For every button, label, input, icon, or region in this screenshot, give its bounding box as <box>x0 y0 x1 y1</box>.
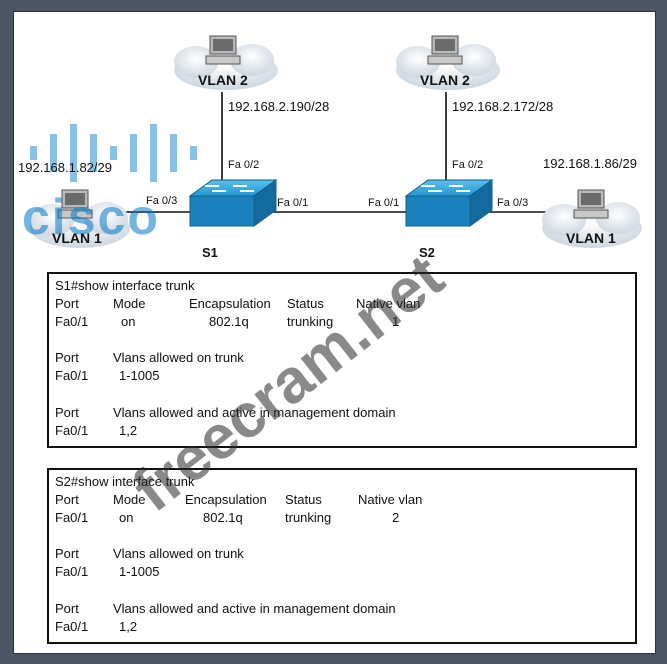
s1-output-box: S1#show interface trunk Port Mode Encaps… <box>47 272 637 448</box>
column-header: Vlans allowed on trunk <box>113 546 244 561</box>
column-header: Port <box>55 405 79 420</box>
vlan-label: VLAN 2 <box>420 72 470 88</box>
vlan-label: VLAN 1 <box>52 230 102 246</box>
column-header: Vlans allowed and active in management d… <box>113 405 396 420</box>
cloud-s1-vlan2 <box>174 44 278 90</box>
table-cell: trunking <box>287 314 334 329</box>
s2-output-box: S2#show interface trunk Port Mode Encaps… <box>47 468 637 644</box>
column-header: Native vlan <box>356 296 421 311</box>
table-cell: 2 <box>392 510 400 525</box>
column-header: Vlans allowed on trunk <box>113 350 244 365</box>
column-header: Native vlan <box>358 492 423 507</box>
column-header: Encapsulation <box>185 492 267 507</box>
table-cell: Fa0/1 <box>55 314 89 329</box>
command-line: S2#show interface trunk <box>55 474 195 489</box>
column-header: Vlans allowed and active in management d… <box>113 601 396 616</box>
cloud-s2-vlan2 <box>396 44 500 90</box>
column-header: Port <box>55 296 79 311</box>
port-label: Fa 0/2 <box>228 159 260 171</box>
table-cell: 1,2 <box>119 619 138 634</box>
table-cell: 802.1q <box>203 510 243 525</box>
column-header: Encapsulation <box>189 296 271 311</box>
table-cell: Fa0/1 <box>55 510 89 525</box>
switch-name: S1 <box>202 245 218 260</box>
switch-name: S2 <box>419 245 435 260</box>
vlan-label: VLAN 1 <box>566 230 616 246</box>
table-cell: 1-1005 <box>119 564 160 579</box>
table-cell: Fa0/1 <box>55 368 89 383</box>
pc-icon <box>57 189 93 219</box>
column-header: Mode <box>113 492 146 507</box>
column-header: Port <box>55 546 79 561</box>
column-header: Port <box>55 492 79 507</box>
column-header: Status <box>285 492 322 507</box>
table-cell: on <box>121 314 136 329</box>
table-cell: 1 <box>392 314 400 329</box>
port-label: Fa 0/1 <box>368 197 400 209</box>
cisco-logo-text: cisco <box>22 189 160 245</box>
ip-address-label: 192.168.2.172/28 <box>452 99 554 114</box>
table-cell: 802.1q <box>209 314 249 329</box>
table-cell: 1-1005 <box>119 368 160 383</box>
switch-s2-icon <box>404 179 494 227</box>
ip-address-label: 192.168.2.190/28 <box>228 99 330 114</box>
table-cell: on <box>119 510 134 525</box>
column-header: Port <box>55 350 79 365</box>
table-cell: Fa0/1 <box>55 423 89 438</box>
ip-address-label: 192.168.1.82/29 <box>18 160 112 175</box>
pc-icon <box>205 35 241 65</box>
port-label: Fa 0/3 <box>497 197 529 209</box>
table-cell: Fa0/1 <box>55 619 89 634</box>
table-cell: 1,2 <box>119 423 138 438</box>
pc-icon <box>573 189 609 219</box>
port-label: Fa 0/1 <box>277 197 309 209</box>
vlan-label: VLAN 2 <box>198 72 248 88</box>
column-header: Status <box>287 296 324 311</box>
port-label: Fa 0/3 <box>146 195 178 207</box>
table-cell: trunking <box>285 510 332 525</box>
column-header: Port <box>55 601 79 616</box>
pc-icon <box>427 35 463 65</box>
table-cell: Fa0/1 <box>55 564 89 579</box>
port-label: Fa 0/2 <box>452 159 484 171</box>
command-line: S1#show interface trunk <box>55 278 195 293</box>
ip-address-label: 192.168.1.86/29 <box>543 156 637 171</box>
switch-s1-icon <box>188 179 278 227</box>
column-header: Mode <box>113 296 146 311</box>
